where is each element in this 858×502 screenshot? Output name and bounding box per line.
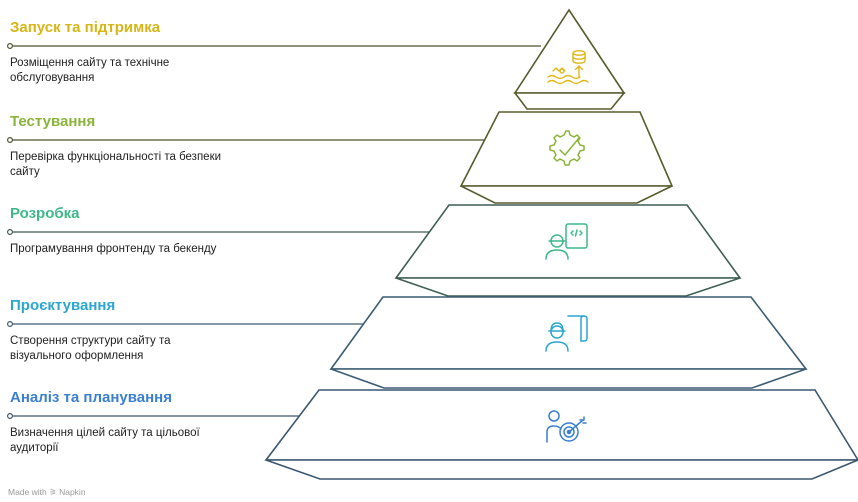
connector-line-5 xyxy=(6,413,301,420)
connector-line-2 xyxy=(6,137,494,144)
connector-line-1 xyxy=(6,42,541,49)
stage-label-design: Проєктування Створення структури сайту т… xyxy=(10,297,250,364)
server-upload-icon xyxy=(547,50,589,85)
pyramid-tier-3 xyxy=(394,204,742,297)
stage-title: Розробка xyxy=(10,205,80,222)
stage-description: Визначення цілей сайту та цільової аудит… xyxy=(10,427,200,454)
stage-label-development: Розробка Програмування фронтенду та беке… xyxy=(10,205,250,257)
pyramid-tier-5 xyxy=(264,389,858,480)
stage-title: Аналіз та планування xyxy=(10,389,172,406)
stage-description: Перевірка функціональності та безпеки са… xyxy=(10,151,222,178)
person-target-icon xyxy=(546,410,587,443)
made-with-napkin-footer: Made with ⚞ Napkin xyxy=(8,487,86,497)
developer-code-icon xyxy=(545,223,588,260)
stage-description: Розміщення сайту та технічне обслуговува… xyxy=(10,57,170,84)
stage-description: Програмування фронтенду та бекенду xyxy=(10,243,217,255)
stage-label-testing: Тестування Перевірка функціональності та… xyxy=(10,113,250,180)
stage-title: Запуск та підтримка xyxy=(10,19,161,36)
connector-line-4 xyxy=(6,321,364,328)
stage-description: Створення структури сайту та візуального… xyxy=(10,335,171,362)
pyramid-tier-1 xyxy=(513,8,626,110)
pyramid-tier-2 xyxy=(459,111,674,204)
pyramid-tier-4 xyxy=(329,296,808,389)
stage-title: Проєктування xyxy=(10,297,116,314)
stage-title: Тестування xyxy=(10,113,96,130)
gear-check-icon xyxy=(549,130,585,166)
stage-label-launch: Запуск та підтримка Розміщення сайту та … xyxy=(10,19,250,86)
stage-label-analysis: Аналіз та планування Визначення цілей са… xyxy=(10,389,250,456)
connector-line-3 xyxy=(6,229,430,236)
engineer-blueprint-icon xyxy=(545,315,588,352)
